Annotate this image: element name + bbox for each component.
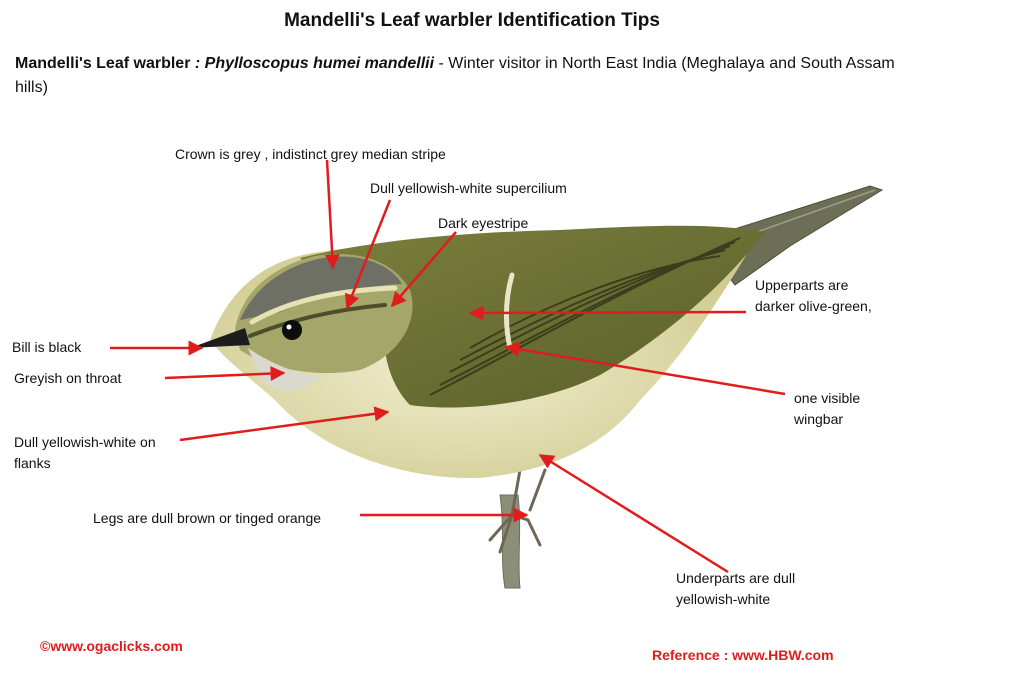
common-name: Mandelli's Leaf warbler bbox=[15, 55, 191, 72]
scientific-name: Phylloscopus humei mandellii bbox=[204, 55, 435, 72]
bird-supercilium bbox=[249, 285, 398, 325]
label-underparts-line2: yellowish-white bbox=[676, 591, 771, 607]
reference-credit: Reference : www.HBW.com bbox=[652, 647, 834, 663]
label-wingbar-line2: wingbar bbox=[794, 411, 844, 427]
label-flanks-line2: flanks bbox=[14, 455, 51, 471]
label-supercilium: Dull yellowish-white supercilium bbox=[370, 180, 567, 196]
wing-feathers bbox=[429, 237, 741, 396]
label-legs: Legs are dull brown or tinged orange bbox=[93, 510, 322, 526]
label-underparts: Underparts are dull yellowish-white bbox=[676, 568, 795, 610]
label-flanks: Dull yellowish-white on flanks bbox=[14, 432, 156, 474]
label-upperparts: Upperparts are darker olive-green, bbox=[755, 275, 872, 317]
annotation-arrows bbox=[110, 159, 786, 574]
label-upperparts-line1: Upperparts are bbox=[755, 277, 849, 293]
label-wingbar-line1: one visible bbox=[794, 390, 861, 406]
subtitle-description: - Winter visitor in North East India (Me… bbox=[15, 55, 895, 96]
subtitle: Mandelli's Leaf warbler : Phylloscopus h… bbox=[15, 52, 895, 100]
copyright-credit: ©www.ogaclicks.com bbox=[40, 638, 183, 654]
label-upperparts-line2: darker olive-green, bbox=[755, 298, 872, 314]
label-bill: Bill is black bbox=[12, 339, 82, 355]
label-underparts-line1: Underparts are dull bbox=[676, 570, 796, 586]
bird-bill bbox=[190, 328, 250, 348]
label-eyestripe: Dark eyestripe bbox=[438, 215, 529, 231]
page-title: Mandelli's Leaf warbler Identification T… bbox=[284, 10, 660, 31]
label-flanks-line1: Dull yellowish-white on bbox=[14, 434, 156, 450]
label-crown: Crown is grey , indistinct grey median s… bbox=[175, 146, 446, 162]
bird-eye bbox=[282, 320, 302, 340]
subtitle-separator: : bbox=[190, 55, 205, 72]
bird-eyestripe bbox=[248, 303, 387, 338]
label-wingbar: one visible wingbar bbox=[794, 388, 860, 430]
label-throat: Greyish on throat bbox=[14, 370, 122, 386]
